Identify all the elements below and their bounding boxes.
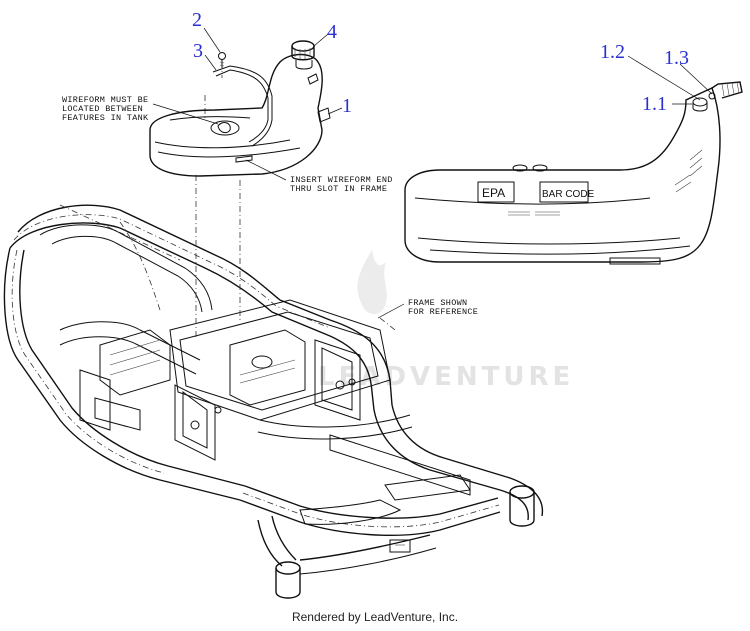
note-insert-line2: THRU SLOT IN FRAME [290, 184, 387, 194]
fuel-tank-assembly [149, 40, 331, 177]
tank-labels: EPA BAR CODE [482, 186, 595, 200]
callout-1: 1 [342, 95, 352, 117]
wireform-and-screw [212, 52, 273, 147]
callout-3: 3 [193, 40, 203, 62]
callout-1-3: 1.3 [664, 47, 689, 69]
note-wireform-line2: LOCATED BETWEEN [62, 104, 143, 114]
leader-lines [152, 27, 713, 319]
frame-drawing [3, 204, 544, 599]
watermark-flame-icon [357, 250, 387, 315]
watermark: LEADVENTURE [318, 250, 574, 392]
callout-2: 2 [192, 9, 202, 31]
footer-credit: Rendered by LeadVenture, Inc. [291, 610, 459, 624]
note-wireform-line1: WIREFORM MUST BE [62, 95, 148, 105]
watermark-text: LEADVENTURE [318, 362, 574, 392]
note-insert-line1: INSERT WIREFORM END [290, 175, 393, 185]
tank-label-barcode: BAR CODE [542, 189, 595, 200]
callout-1-1: 1.1 [642, 93, 667, 115]
fuel-tank-detail [404, 81, 743, 265]
note-frame-line1: FRAME SHOWN [408, 298, 467, 308]
note-frame-line2: FOR REFERENCE [408, 307, 478, 317]
projection-lines [195, 62, 241, 340]
callout-4: 4 [327, 21, 337, 43]
callout-1-2: 1.2 [600, 41, 625, 63]
callouts: 2 3 4 1 1.2 1.3 1.1 [192, 9, 689, 117]
tank-label-epa: EPA [482, 186, 505, 200]
note-wireform-line3: FEATURES IN TANK [62, 113, 149, 123]
notes: WIREFORM MUST BE LOCATED BETWEEN FEATURE… [62, 95, 478, 317]
